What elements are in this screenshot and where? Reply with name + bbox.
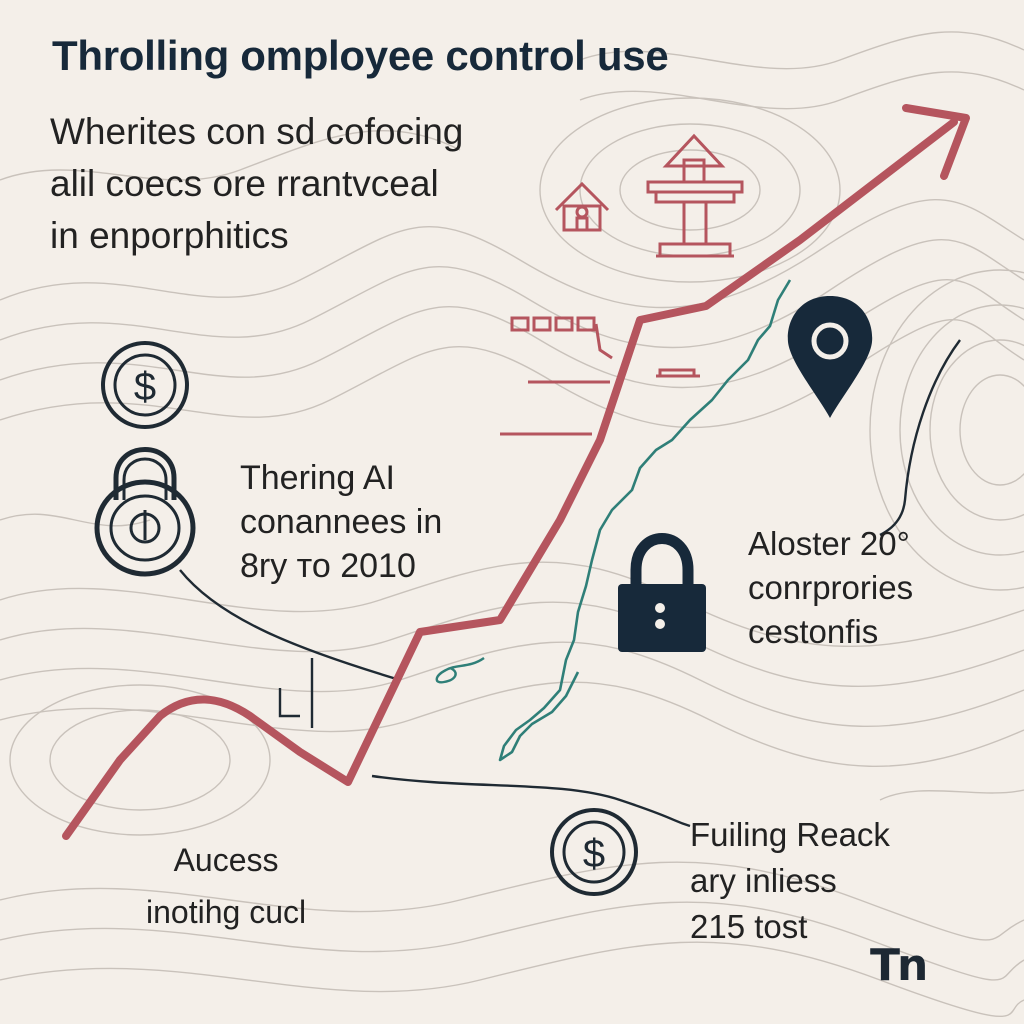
leader-line-bottom [371,774,691,828]
teal-trail [498,279,792,762]
location-pin-icon [787,296,873,418]
dollar-coin-icon: $ [101,341,189,429]
trend-arrow [62,104,970,840]
callout-line: Thering AI [240,459,395,497]
callout-line: 8ry то 2010 [240,547,416,585]
intro-line: in enporphitics [50,215,289,256]
bracket-mark [278,658,314,728]
callout-line: conannees in [240,503,443,541]
house-icon [554,181,610,232]
monument-icon [646,133,744,258]
lock-icon [618,533,706,652]
intro-text: Wherites con sd cofocing alil coecs ore … [50,106,463,262]
annotation-lines [179,339,961,828]
intro-line: Wherites con sd cofocing [50,111,464,152]
contour-lines [0,31,1024,1017]
red-bar-marks [500,316,700,436]
callout-line: ary inliess [690,862,837,899]
brand-logo: Tn [870,940,928,991]
callout-line: Fuiling Reack [690,816,890,853]
right-callout: Aloster 20° conrprories cestonfis [748,522,913,654]
bottom-right-callout: Fuiling Reack ary inliess 215 tost [690,812,890,950]
leader-line-left [179,569,401,682]
leader-line-right [879,339,961,537]
teal-trail-small [435,657,485,684]
callout-line: 215 tost [690,908,808,945]
page-title: Throlling omployee control use [52,32,669,79]
callout-line: Aucess [173,842,279,878]
callout-line: cestonfis [748,613,879,650]
callout-line: Aloster 20° [748,525,910,562]
left-callout: Thering AI conannees in 8ry то 2010 [240,456,442,588]
callout-line: inotihg cucl [146,894,307,930]
dollar-coin-icon: $ [550,808,638,896]
intro-line: alil coecs ore rrantvceal [50,163,439,204]
callout-line: conrprories [748,569,914,606]
svg-text:$: $ [583,832,605,876]
bottom-left-callout: Aucess inotihg cucl [146,834,306,938]
padlock-icon [94,447,196,577]
svg-text:$: $ [134,365,156,409]
